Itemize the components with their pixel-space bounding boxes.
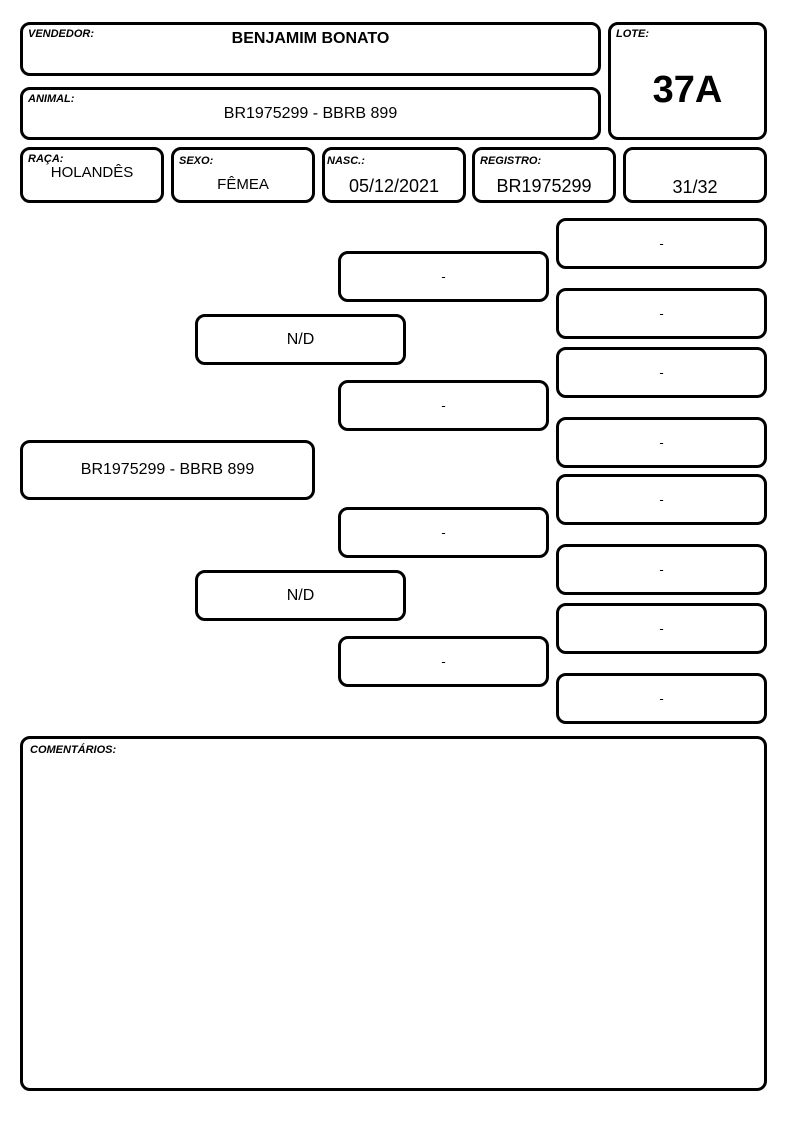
- vendedor-box: VENDEDOR: BENJAMIM BONATO: [20, 22, 601, 76]
- extra-value: 31/32: [672, 177, 718, 197]
- pedigree-grandparent: -: [338, 636, 549, 687]
- vendedor-value: BENJAMIM BONATO: [231, 30, 390, 47]
- extra-box: 31/32: [623, 147, 767, 203]
- pedigree-great-grandparent: -: [556, 544, 767, 595]
- pedigree-great-grandparent: -: [556, 474, 767, 525]
- raca-label: RAÇA:: [28, 153, 64, 165]
- registro-label: REGISTRO:: [480, 155, 542, 167]
- pedigree-great-grandparent: -: [556, 417, 767, 468]
- pedigree-grandparent: -: [338, 251, 549, 302]
- sexo-label: SEXO:: [179, 155, 214, 167]
- comments-box[interactable]: COMENTÁRIOS:: [20, 736, 767, 1091]
- nasc-value: 05/12/2021: [348, 176, 440, 196]
- pedigree-great-grandparent: -: [556, 603, 767, 654]
- nasc-label: NASC.:: [327, 155, 365, 167]
- lote-box: LOTE: 37A: [608, 22, 767, 140]
- pedigree-great-grandparent: -: [556, 673, 767, 724]
- animal-label: ANIMAL:: [28, 93, 75, 105]
- animal-value: BR1975299 - BBRB 899: [223, 105, 398, 122]
- pedigree-dam: N/D: [195, 570, 406, 621]
- animal-box: ANIMAL: BR1975299 - BBRB 899: [20, 87, 601, 140]
- sexo-value: FÊMEA: [217, 176, 269, 193]
- pedigree-animal: BR1975299 - BBRB 899: [20, 440, 315, 500]
- lote-label: LOTE:: [616, 28, 649, 40]
- vendedor-label: VENDEDOR:: [28, 28, 95, 40]
- pedigree-sire: N/D: [195, 314, 406, 365]
- pedigree-great-grandparent: -: [556, 347, 767, 398]
- pedigree-great-grandparent: -: [556, 218, 767, 269]
- registro-box: REGISTRO: BR1975299: [472, 147, 616, 203]
- comments-label: COMENTÁRIOS:: [30, 744, 117, 756]
- sexo-box: SEXO: FÊMEA: [171, 147, 315, 203]
- pedigree-grandparent: -: [338, 380, 549, 431]
- lote-value: 37A: [652, 69, 723, 111]
- pedigree-great-grandparent: -: [556, 288, 767, 339]
- pedigree-grandparent: -: [338, 507, 549, 558]
- registro-value: BR1975299: [496, 176, 592, 196]
- raca-value: HOLANDÊS: [50, 164, 134, 181]
- nasc-box: NASC.: 05/12/2021: [322, 147, 466, 203]
- raca-box: RAÇA: HOLANDÊS: [20, 147, 164, 203]
